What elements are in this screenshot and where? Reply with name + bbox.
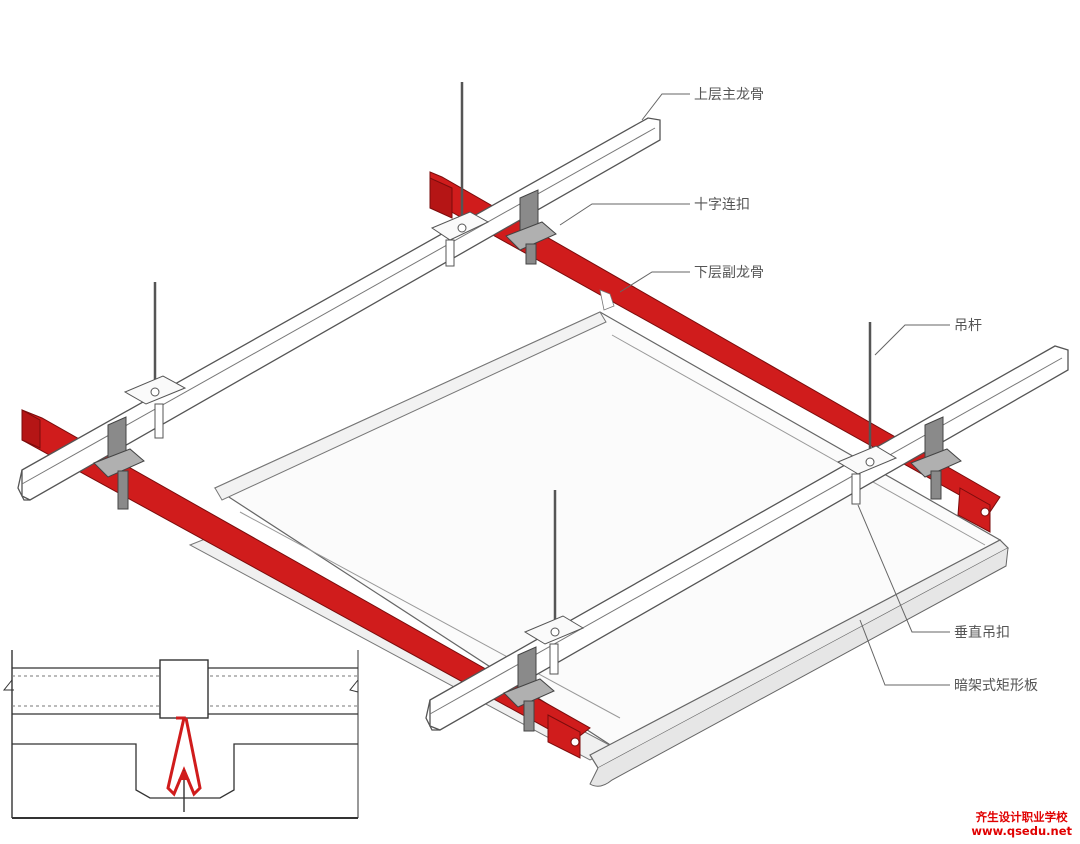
label-concealed-panel: 暗架式矩形板 bbox=[954, 678, 1038, 694]
watermark-school-name: 齐生设计职业学校 bbox=[975, 810, 1068, 824]
cross-connector-clip bbox=[93, 416, 145, 510]
hanger-rods bbox=[123, 82, 898, 675]
cross-connector-clip bbox=[505, 189, 557, 265]
hanger-rod-assembly bbox=[836, 322, 898, 505]
cross-section-inset bbox=[2, 650, 359, 819]
callout-leaders bbox=[559, 93, 950, 686]
cross-connector-clips bbox=[93, 189, 962, 732]
concealed-rectangular-panel bbox=[188, 311, 1009, 787]
cross-connector-clip bbox=[910, 416, 962, 500]
label-hanger-rod: 吊杆 bbox=[954, 318, 982, 334]
label-cross-connector: 十字连扣 bbox=[694, 197, 750, 213]
hanger-rod-assembly bbox=[523, 490, 585, 675]
watermark: 齐生设计职业学校 www.qsedu.net bbox=[971, 810, 1072, 838]
cross-connector-clip bbox=[503, 646, 555, 732]
label-vertical-clip: 垂直吊扣 bbox=[954, 624, 1010, 641]
hanger-rod-assembly bbox=[430, 82, 490, 267]
label-main-channel: 上层主龙骨 bbox=[694, 87, 764, 103]
callout-labels: 上层主龙骨 十字连扣 下层副龙骨 吊杆 垂直吊扣 暗架式矩形板 bbox=[694, 87, 1038, 694]
upper-main-channels bbox=[17, 117, 1069, 731]
watermark-url: www.qsedu.net bbox=[971, 824, 1072, 838]
label-sub-channel: 下层副龙骨 bbox=[694, 265, 764, 281]
lower-secondary-channels bbox=[21, 171, 1001, 759]
hanger-rod-assembly bbox=[123, 282, 187, 439]
